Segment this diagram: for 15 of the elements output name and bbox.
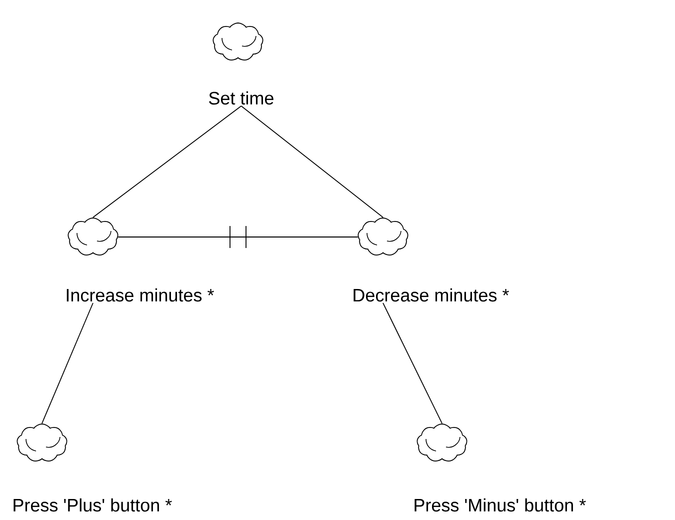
node-label: Increase minutes * — [66, 288, 214, 302]
connector-line — [92, 106, 242, 218]
cloud-node: Press 'Minus' button * — [414, 424, 586, 512]
node-label: Set time — [209, 91, 274, 105]
cloud-node: Decrease minutes * — [354, 218, 509, 302]
connector-line — [240, 106, 384, 218]
cloud-node: Press 'Plus' button * — [14, 424, 172, 512]
node-label: Press 'Minus' button * — [414, 498, 586, 512]
connector-line — [118, 236, 358, 238]
cloud-node: Increase minutes * — [66, 218, 214, 302]
connector-line — [382, 302, 442, 424]
cloud-node: Set time — [209, 22, 274, 105]
connector-line — [42, 302, 94, 424]
node-label: Press 'Plus' button * — [14, 498, 172, 512]
node-label: Decrease minutes * — [354, 288, 509, 302]
